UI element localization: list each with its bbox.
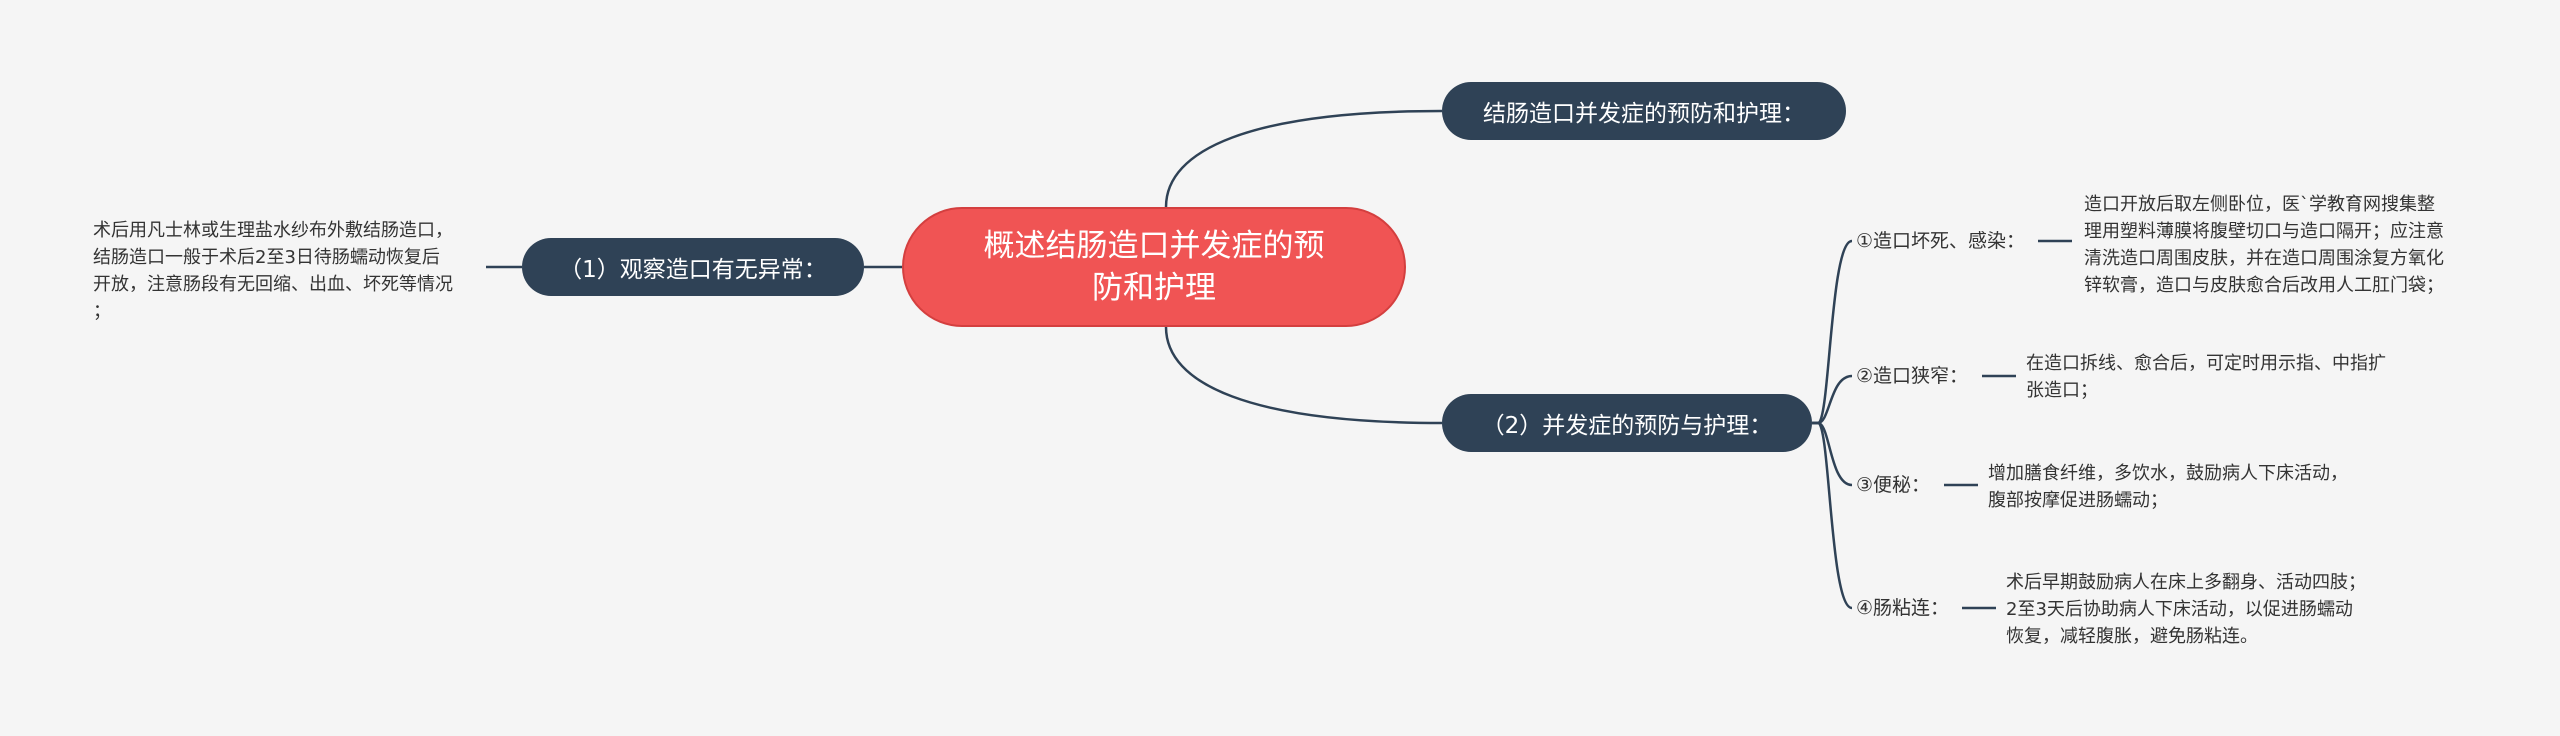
left-note-line: ； xyxy=(93,301,111,322)
root-title: 概述结肠造口并发症的预 防和护理 xyxy=(984,225,1325,309)
left-note-line: 术后用凡士林或生理盐水纱布外敷结肠造口， xyxy=(93,220,453,241)
note-line: 术后早期鼓励病人在床上多翻身、活动四肢； xyxy=(2006,572,2366,593)
note-line: 在造口拆线、愈合后，可定时用示指、中指扩 xyxy=(2026,353,2386,374)
note-line: 锌软膏，造口与皮肤愈合后改用人工肛门袋； xyxy=(2084,275,2444,296)
connector-right-sub4 xyxy=(1812,421,1853,610)
note-line: 腹部按摩促进肠蠕动； xyxy=(1988,490,2168,511)
sub-item-stenosis-note[interactable]: 在造口拆线、愈合后，可定时用示指、中指扩 张造口； xyxy=(2026,350,2446,404)
root-title-line-1: 概述结肠造口并发症的预 xyxy=(983,228,1325,264)
left-note-line: 结肠造口一般于术后2至3日待肠蠕动恢复后 xyxy=(93,247,440,268)
sub-item-stenosis[interactable]: ②造口狭窄： xyxy=(1856,363,1968,389)
left-note-line: 开放，注意肠段有无回缩、出血、坏死等情况 xyxy=(93,274,453,295)
sub-item-label: ①造口坏死、感染： xyxy=(1856,230,2026,252)
sub-item-constipation-note[interactable]: 增加膳食纤维，多饮水，鼓励病人下床活动， 腹部按摩促进肠蠕动； xyxy=(1988,460,2408,514)
sub-item-adhesion[interactable]: ④肠粘连： xyxy=(1856,595,1949,621)
note-line: 恢复，减轻腹胀，避免肠粘连。 xyxy=(2006,626,2258,647)
note-line: 增加膳食纤维，多饮水，鼓励病人下床活动， xyxy=(1988,463,2348,484)
note-line: 理用塑料薄膜将腹壁切口与造口隔开；应注意 xyxy=(2084,221,2444,242)
connector-right-sub3 xyxy=(1812,421,1853,487)
connector-right-sub1 xyxy=(1812,239,1853,425)
branch-node-left[interactable]: （1）观察造口有无异常： xyxy=(522,238,864,296)
branch-top-label: 结肠造口并发症的预防和护理： xyxy=(1483,101,1805,127)
sub-item-constipation[interactable]: ③便秘： xyxy=(1856,472,1930,498)
sub-item-label: ④肠粘连： xyxy=(1856,597,1950,619)
root-node[interactable]: 概述结肠造口并发症的预 防和护理 xyxy=(902,207,1406,327)
connector-root-right xyxy=(1164,326,1443,425)
note-line: 张造口； xyxy=(2026,380,2098,401)
branch-node-top[interactable]: 结肠造口并发症的预防和护理： xyxy=(1442,82,1846,140)
connector-right-sub2 xyxy=(1812,374,1853,425)
connector-root-top xyxy=(1164,109,1443,208)
sub-item-necrosis[interactable]: ①造口坏死、感染： xyxy=(1856,228,2025,254)
sub-item-label: ③便秘： xyxy=(1856,474,1931,496)
root-title-line-2: 防和护理 xyxy=(1092,270,1216,306)
sub-item-label: ②造口狭窄： xyxy=(1856,365,1969,387)
note-line: 2至3天后协助病人下床活动，以促进肠蠕动 xyxy=(2006,599,2353,620)
note-line: 清洗造口周围皮肤，并在造口周围涂复方氧化 xyxy=(2084,248,2444,269)
sub-item-adhesion-note[interactable]: 术后早期鼓励病人在床上多翻身、活动四肢； 2至3天后协助病人下床活动，以促进肠蠕… xyxy=(2006,569,2426,650)
note-line: 造口开放后取左侧卧位，医`学教育网搜集整 xyxy=(2084,194,2435,215)
branch-left-label: （1）观察造口有无异常： xyxy=(559,257,827,283)
left-note[interactable]: 术后用凡士林或生理盐水纱布外敷结肠造口， 结肠造口一般于术后2至3日待肠蠕动恢复… xyxy=(93,217,491,325)
sub-item-necrosis-note[interactable]: 造口开放后取左侧卧位，医`学教育网搜集整 理用塑料薄膜将腹壁切口与造口隔开；应注… xyxy=(2084,191,2479,299)
branch-node-right[interactable]: （2）并发症的预防与护理： xyxy=(1442,394,1812,452)
branch-right-label: （2）并发症的预防与护理： xyxy=(1481,413,1773,439)
